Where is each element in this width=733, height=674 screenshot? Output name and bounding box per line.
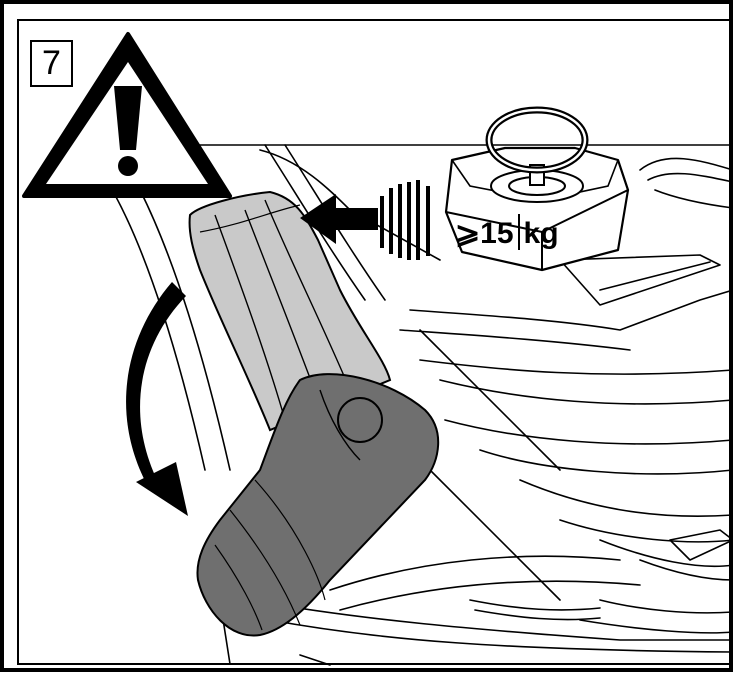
seat-cushion [196, 373, 440, 637]
inner-frame [17, 19, 733, 665]
weight-label: ⩾15 kg [455, 214, 559, 253]
fold-arrow-icon [126, 282, 188, 516]
step-number: 7 [42, 44, 61, 82]
step-number-box: 7 [30, 40, 73, 87]
weight-icon [444, 106, 630, 272]
warning-triangle-icon [22, 32, 232, 198]
push-arrow-icon [300, 180, 430, 260]
weight-value: 15 [480, 217, 514, 250]
weight-unit: kg [523, 217, 559, 250]
seat-back [188, 190, 392, 432]
weight-separator [517, 214, 520, 251]
weight-symbol: ⩾ [455, 217, 481, 250]
car-interior-lineart [114, 144, 733, 666]
